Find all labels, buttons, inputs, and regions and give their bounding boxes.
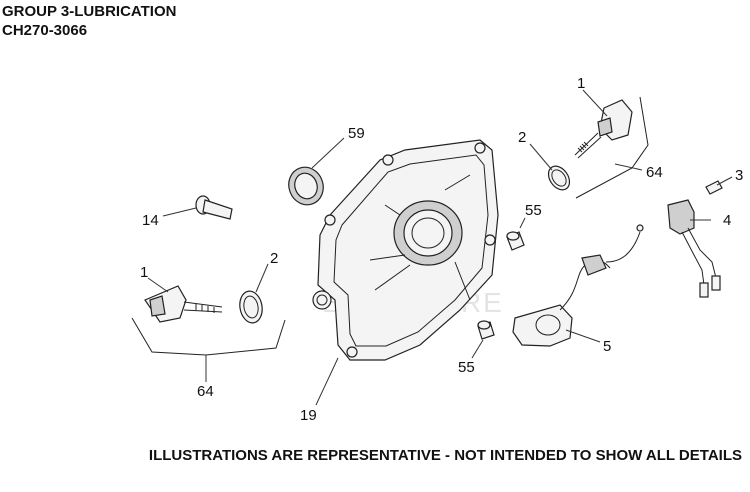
callout-1-top: 1 (577, 75, 585, 92)
callout-64-bottom: 64 (197, 383, 214, 400)
callout-55-top: 55 (525, 202, 542, 219)
callout-2-left: 2 (270, 250, 278, 267)
dowel-pin-top (506, 231, 525, 251)
dipstick-left (144, 285, 223, 323)
callout-19: 19 (300, 407, 317, 424)
oil-seal (288, 166, 324, 206)
callout-59: 59 (348, 125, 365, 142)
callout-3: 3 (735, 167, 743, 184)
page-title: GROUP 3-LUBRICATION (2, 3, 177, 20)
dipstick-top (574, 99, 633, 159)
bolt (195, 195, 233, 220)
callout-4: 4 (723, 212, 731, 229)
bracket-line-bottom (131, 317, 286, 356)
leader-lines (147, 89, 733, 406)
callout-64-top: 64 (646, 164, 663, 181)
bracket-line-top (575, 96, 649, 199)
disclaimer-note: ILLUSTRATIONS ARE REPRESENTATIVE - NOT I… (148, 447, 742, 464)
oil-sensor-switch (667, 199, 721, 298)
o-ring-top (547, 165, 571, 191)
o-ring-left (239, 290, 263, 324)
callout-2-top: 2 (518, 129, 526, 146)
callout-14: 14 (142, 212, 159, 229)
callout-1-left: 1 (140, 264, 148, 281)
callout-5: 5 (603, 338, 611, 355)
dowel-pin-bottom (477, 320, 495, 340)
model-number: CH270-3066 (2, 22, 88, 39)
screw (705, 180, 723, 195)
callout-55-bottom: 55 (458, 359, 475, 376)
crankcase-cover (312, 139, 499, 361)
oil-sensor (512, 224, 644, 347)
